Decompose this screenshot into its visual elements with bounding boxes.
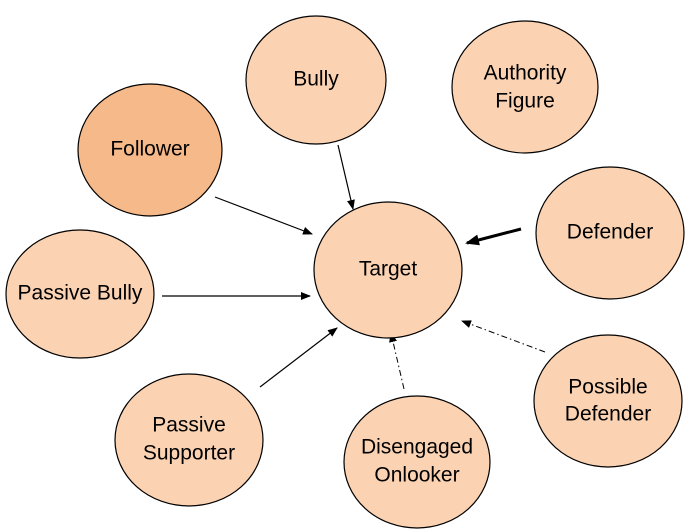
node-disengaged-onlooker: Disengaged Onlooker [343,395,491,529]
node-authority-figure: Authority Figure [451,20,599,154]
node-passive-supporter-label-line2: Supporter [143,442,235,465]
arrow-passive-supporter-to-target [259,327,338,388]
node-bully: Bully [245,15,387,145]
node-defender-label: Defender [567,221,653,244]
node-target: Target [313,201,463,339]
node-passive-supporter-label-line1: Passive [152,414,226,437]
node-disengaged-onlooker-label-line1: Disengaged [361,436,473,459]
node-passive-bully-label: Passive Bully [18,282,143,305]
node-passive-bully: Passive Bully [5,229,155,359]
node-follower: Follower [77,83,223,217]
arrow-possible-defender-to-target [461,320,546,353]
node-authority-figure-label-line2: Figure [495,90,555,113]
node-possible-defender-label-line2: Defender [565,403,651,426]
node-bully-label: Bully [293,68,339,91]
node-disengaged-onlooker-label-line2: Onlooker [374,464,459,487]
arrow-bully-to-target [337,144,355,210]
node-possible-defender-label-line1: Possible [568,376,647,399]
node-follower-label: Follower [110,138,189,161]
node-authority-figure-label-line1: Authority [484,62,567,85]
node-possible-defender: Possible Defender [533,334,683,468]
arrows [162,144,546,390]
node-defender: Defender [535,166,685,300]
arrow-disengaged-onlooker-to-target [389,332,405,390]
node-passive-supporter: Passive Supporter [114,373,264,507]
node-target-label: Target [359,258,418,281]
arrow-follower-to-target [214,196,313,235]
arrow-defender-to-target [465,227,522,246]
